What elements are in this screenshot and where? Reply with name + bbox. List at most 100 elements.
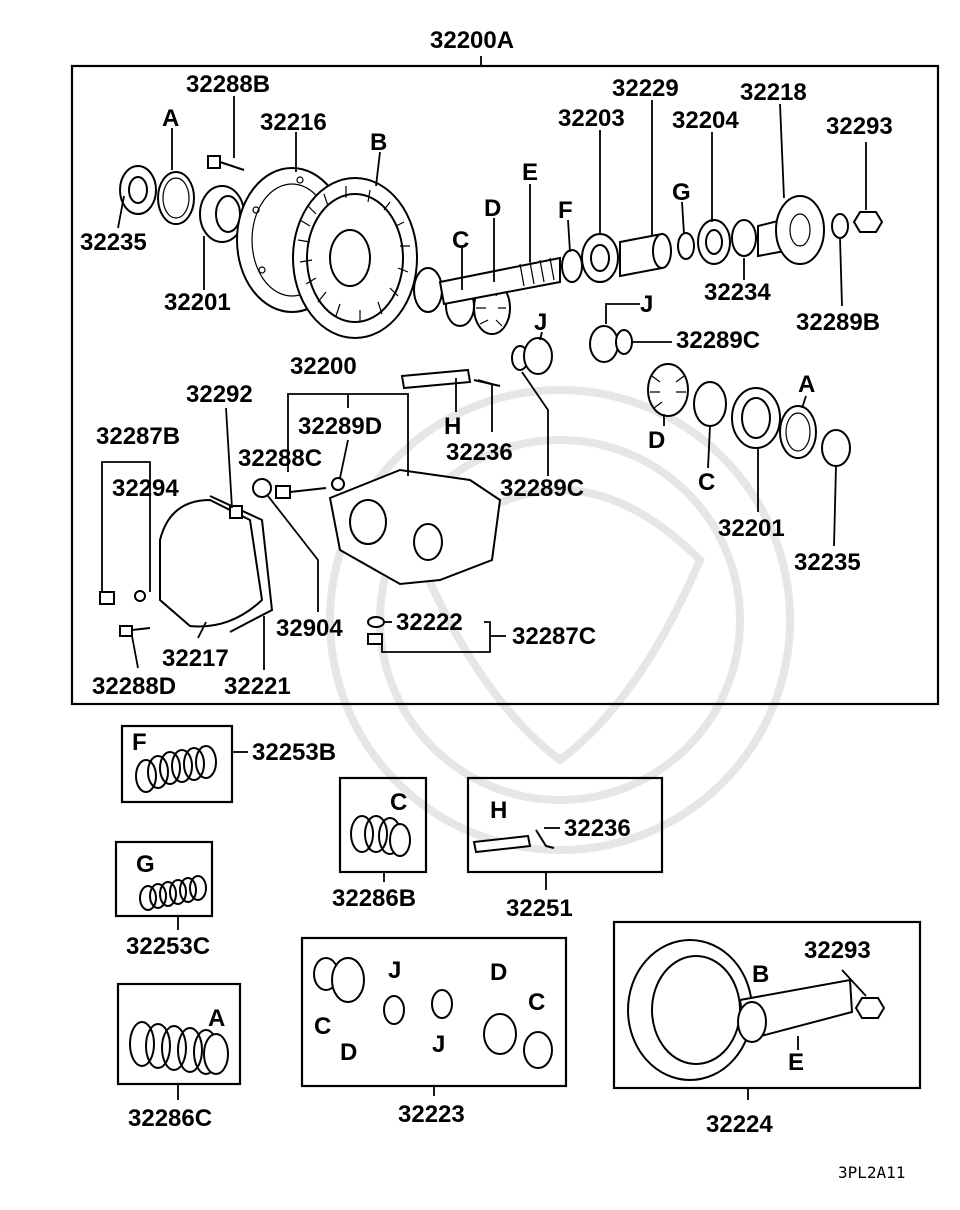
gasket-32294 (134, 590, 146, 602)
kit-letter-d-2: D (490, 959, 507, 986)
pinion-bearing-front (581, 233, 619, 283)
kit-code-32286b: 32286B (332, 885, 416, 912)
bolt-32288c (275, 485, 327, 499)
label-32292: 32292 (186, 381, 253, 408)
washer-stack-g (139, 875, 207, 911)
gasket-32222 (367, 616, 385, 628)
label-letter-c-right: C (698, 469, 715, 496)
ring-gear (292, 177, 418, 339)
kit-code-32286c: 32286C (128, 1105, 212, 1132)
kit-side-gear-d-left (331, 957, 365, 1003)
oil-seal-left (119, 165, 157, 215)
label-32201-top: 32201 (164, 289, 231, 316)
label-letter-j-b: J (534, 309, 547, 336)
shim-stack-a (129, 1021, 229, 1075)
side-bearing-right (731, 387, 781, 449)
label-32221: 32221 (224, 673, 291, 700)
kit-32251: H 32236 32251 (466, 776, 664, 922)
label-32289c-a: 32289C (676, 327, 760, 354)
label-32229: 32229 (612, 75, 679, 102)
thrust-washer-c-right (693, 381, 727, 427)
kit-pinion-j-right (431, 989, 453, 1019)
bolt-32288d (119, 625, 151, 637)
pinion-bearing-rear (697, 219, 731, 265)
label-32234: 32234 (704, 279, 771, 306)
kit-letter-b: B (752, 961, 769, 988)
label-32287c: 32287C (512, 623, 596, 650)
side-gear-d-right (647, 363, 689, 417)
label-letter-c-top: C (452, 227, 469, 254)
label-32288d: 32288D (92, 673, 176, 700)
watermark-code: 3PL2A11 (838, 1163, 905, 1182)
label-32218: 32218 (740, 79, 807, 106)
pinion-gear-j-a (589, 325, 619, 363)
washer-stack-c (350, 815, 411, 857)
label-32201-right: 32201 (718, 515, 785, 542)
kit-letter-j-1: J (388, 957, 401, 984)
kit-32224: B E 32293 32224 (612, 920, 922, 1138)
label-32200: 32200 (290, 353, 357, 380)
kit-nut-32293 (854, 997, 886, 1019)
washer-32289d (331, 477, 345, 491)
label-32288c: 32288C (238, 445, 322, 472)
part-labels: 32288B 32216 B A 32235 32201 E D C F 322… (80, 71, 893, 700)
label-32289c-b: 32289C (500, 475, 584, 502)
companion-flange (775, 195, 825, 265)
kit-letter-a: A (208, 1005, 225, 1032)
label-letter-e-top: E (522, 159, 538, 186)
kit-letter-c-2: C (528, 989, 545, 1016)
label-32287b: 32287B (96, 423, 180, 450)
kit-32286b: C 32286B (332, 776, 428, 912)
rear-cover (159, 498, 264, 628)
label-32293-top: 32293 (826, 113, 893, 140)
kit-part-32236: 32236 (564, 815, 631, 842)
label-32222: 32222 (396, 609, 463, 636)
kit-pinion-shaft-h (472, 834, 532, 854)
kit-code-32223: 32223 (398, 1101, 465, 1128)
kit-letter-g: G (136, 851, 155, 878)
kit-letter-c: C (390, 789, 407, 816)
label-letter-j-a: J (640, 291, 653, 318)
label-letter-g-top: G (672, 179, 691, 206)
kit-letter-f: F (132, 729, 147, 756)
kit-part-32293: 32293 (804, 937, 871, 964)
kit-ring-gear (627, 939, 753, 1081)
kit-code-32253c: 32253C (126, 933, 210, 960)
filler-plug-32287c (367, 633, 383, 645)
washer-32289b (831, 213, 849, 239)
kit-pinion-j-left (383, 995, 405, 1025)
kit-32223: C D J J D C 32223 (300, 936, 568, 1128)
nut-32293 (852, 211, 884, 233)
kit-washer-c-right (523, 1031, 553, 1069)
watermark-emblem (326, 386, 794, 854)
kit-letter-d-1: D (340, 1039, 357, 1066)
kit-code-32251: 32251 (506, 895, 573, 922)
pinion-gear-j-b (523, 337, 553, 375)
label-letter-f-top: F (558, 197, 573, 224)
shim-a-right (779, 405, 817, 459)
pinion-washer-32289c-a (615, 329, 633, 355)
washer-g (677, 232, 695, 260)
label-32217: 32217 (162, 645, 229, 672)
kit-letter-c-1: C (314, 1013, 331, 1040)
kit-letter-h: H (490, 797, 507, 824)
label-32235-right: 32235 (794, 549, 861, 576)
main-assembly-frame (70, 64, 940, 706)
kit-letter-e: E (788, 1049, 804, 1076)
kit-32253c: G 32253C (114, 840, 214, 960)
kit-side-gear-d-right (483, 1013, 517, 1055)
pinion-shaft-h (400, 368, 472, 390)
label-32204: 32204 (672, 107, 739, 134)
drain-plug-32287b (99, 591, 115, 605)
label-32289b: 32289B (796, 309, 880, 336)
kit-code-32253b: 32253B (252, 739, 336, 766)
label-32203: 32203 (558, 105, 625, 132)
kit-32286c: A 32286C (116, 982, 242, 1132)
label-32216: 32216 (260, 109, 327, 136)
label-32235-top: 32235 (80, 229, 147, 256)
label-32294: 32294 (112, 475, 179, 502)
kit-code-32224: 32224 (706, 1111, 773, 1138)
kit-lock-pin (535, 829, 555, 849)
oil-seal-right (821, 429, 851, 467)
